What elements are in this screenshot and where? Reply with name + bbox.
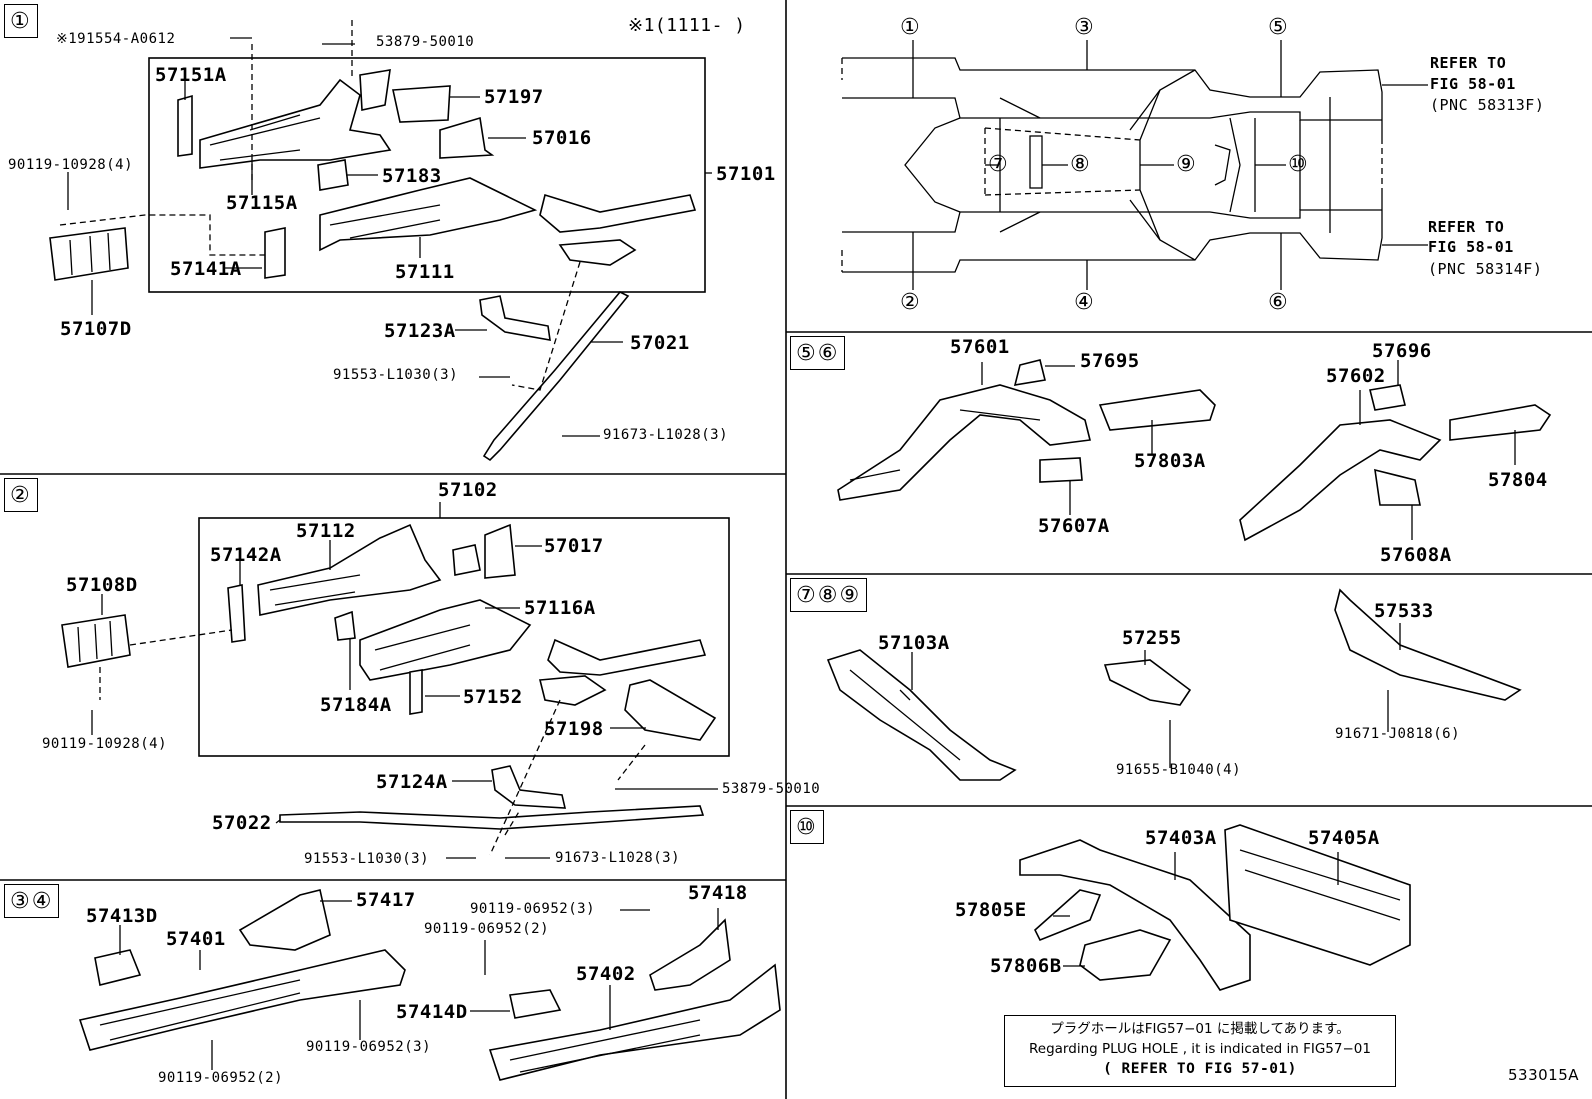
part-label: 53879-50010 [722, 781, 821, 797]
note-refer-link[interactable]: ( REFER TO FIG 57-01) [1103, 1061, 1297, 1077]
part-label: 57418 [688, 882, 748, 904]
part-label: 57183 [382, 165, 442, 187]
section789-parts [826, 588, 1522, 781]
part-label: 57151A [155, 64, 227, 86]
part-label: 57414D [396, 1001, 468, 1023]
part-label: 90119-06952(3) [470, 901, 596, 917]
part-label: 57108D [66, 574, 138, 596]
part-label: 57806B [990, 955, 1062, 977]
part-label: 57107D [60, 318, 132, 340]
section-label-5-6: ⑤⑥ [790, 336, 846, 370]
part-label: 91671-J0818(6) [1335, 726, 1461, 742]
part-label: 57016 [532, 127, 592, 149]
part-label: 57103A [878, 632, 950, 654]
section-label-3-4: ③④ [4, 884, 60, 918]
overview-callout-1: ① [900, 15, 921, 40]
part-label: 57123A [384, 320, 456, 342]
part-label: 57695 [1080, 350, 1140, 372]
part-label: 57402 [576, 963, 636, 985]
overview-callout-7: ⑦ [988, 152, 1009, 177]
overview-callout-5: ⑤ [1268, 15, 1289, 40]
part-label: 57413D [86, 905, 158, 927]
part-label: 57102 [438, 479, 498, 501]
section34-parts [78, 889, 781, 1081]
section56-parts [837, 359, 1552, 542]
part-label: 57803A [1134, 450, 1206, 472]
part-label: 57124A [376, 771, 448, 793]
overview-callout-8: ⑧ [1070, 152, 1091, 177]
note-line-english: Regarding PLUG HOLE , it is indicated in… [1029, 1041, 1371, 1057]
part-label: 53879-50010 [376, 34, 475, 50]
overview-callout-6: ⑥ [1268, 290, 1289, 315]
overview-chassis [841, 57, 1383, 273]
refer-top-line2: FIG 58-01 [1430, 75, 1516, 93]
part-label: 91673-L1028(3) [555, 850, 681, 866]
part-label: 57101 [716, 163, 776, 185]
plug-hole-note: プラグホールはFIG57−01 に掲載してあります。 Regarding PLU… [1004, 1015, 1396, 1087]
part-label: 57602 [1326, 365, 1386, 387]
part-label: 90119-06952(2) [158, 1070, 284, 1086]
overview-callout-10: ⑩ [1288, 152, 1309, 177]
overview-callout-2: ② [900, 290, 921, 315]
part-label: 90119-06952(3) [306, 1039, 432, 1055]
section-label-1: ① [4, 4, 38, 38]
part-label: 57141A [170, 258, 242, 280]
part-label: 57417 [356, 889, 416, 911]
refer-top-line1: REFER TO [1430, 54, 1507, 72]
part-label: 57197 [484, 86, 544, 108]
overview-callout-3: ③ [1074, 15, 1095, 40]
overview-callout-9: ⑨ [1176, 152, 1197, 177]
refer-bottom-line3: (PNC 58314F) [1428, 260, 1543, 278]
part-label: 57401 [166, 928, 226, 950]
part-label: 91553-L1030(3) [333, 367, 459, 383]
part-label: 57696 [1372, 340, 1432, 362]
part-label: 57152 [463, 686, 523, 708]
part-label: 57112 [296, 520, 356, 542]
overview-callout-4: ④ [1074, 290, 1095, 315]
section2-parts [61, 523, 717, 830]
diagram-id: 533015A [1508, 1066, 1580, 1084]
section-label-10: ⑩ [790, 810, 824, 844]
note-line-japanese: プラグホールはFIG57−01 に掲載してあります。 [1050, 1021, 1350, 1037]
part-label: 91673-L1028(3) [603, 427, 729, 443]
part-label: 57017 [544, 535, 604, 557]
refer-top-line3: (PNC 58313F) [1430, 96, 1545, 114]
part-label: 57184A [320, 694, 392, 716]
part-label: 57608A [1380, 544, 1452, 566]
refer-bottom-line2: FIG 58-01 [1428, 238, 1514, 256]
refer-bottom-line1: REFER TO [1428, 218, 1505, 236]
part-label: 57601 [950, 336, 1010, 358]
part-label: 57805E [955, 899, 1027, 921]
part-label: 57255 [1122, 627, 1182, 649]
footnote-mark: ※1(1111- ) [628, 15, 746, 36]
part-label: 57116A [524, 597, 596, 619]
part-label: 57403A [1145, 827, 1217, 849]
section1-parts [49, 69, 697, 462]
section-label-7-8-9: ⑦⑧⑨ [790, 578, 868, 612]
part-label: 57022 [212, 812, 272, 834]
section-label-2: ② [4, 478, 38, 512]
part-label: 91553-L1030(3) [304, 851, 430, 867]
part-label: 90119-10928(4) [8, 157, 134, 173]
part-label: 57142A [210, 544, 282, 566]
part-label: 57115A [226, 192, 298, 214]
part-label: 57111 [395, 261, 455, 283]
part-label: 57021 [630, 332, 690, 354]
part-label: 57804 [1488, 469, 1548, 491]
part-label: 90119-10928(4) [42, 736, 168, 752]
part-label: 91655-B1040(4) [1116, 762, 1242, 778]
part-label: 57198 [544, 718, 604, 740]
part-label: 57405A [1308, 827, 1380, 849]
section10-parts [1019, 824, 1411, 991]
part-label: 57607A [1038, 515, 1110, 537]
part-label: ※191554-A0612 [56, 31, 176, 47]
part-label: 57533 [1374, 600, 1434, 622]
part-label: 90119-06952(2) [424, 921, 550, 937]
